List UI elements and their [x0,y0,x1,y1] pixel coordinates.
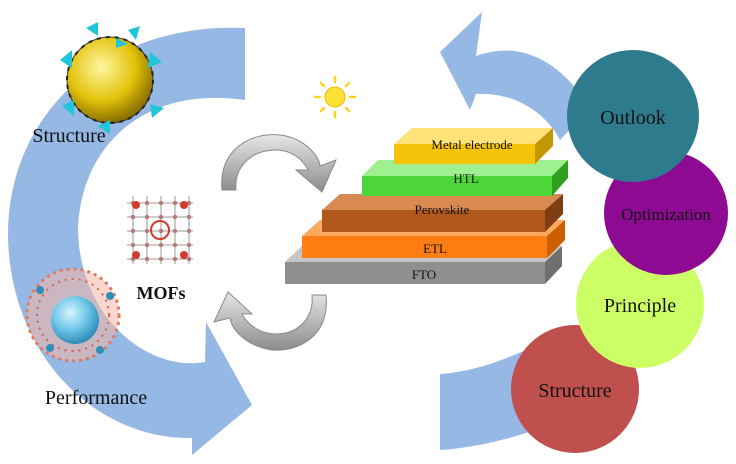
lower-curved-arrow [213,291,327,351]
layer-label-fto: FTO [412,267,436,282]
device-layer-perovskite [322,194,563,232]
circle-principle-label: Principle [604,295,676,317]
device-layer-metal-electrode [394,128,553,164]
upper-curved-arrow [221,134,337,193]
circle-optimization-label: Optimization [621,205,711,224]
mof-cage-structure-icon [60,22,164,134]
layer-label-htl: HTL [453,171,478,186]
layer-label-etl: ETL [423,241,447,256]
circle-outlook [567,50,699,182]
circle-outlook-label: Outlook [600,107,666,129]
performance-label: Performance [45,387,147,409]
left-structure-label: Structure [32,125,105,147]
sun-icon [313,75,357,119]
circle-structure-label: Structure [538,380,611,402]
circle-optimization [604,151,728,275]
mof-pore-performance-icon [25,267,121,363]
layer-label-perovskite: Perovskite [415,202,470,217]
mof-lattice-image [127,196,193,264]
mofs-label: MOFs [137,283,186,303]
layer-label-metal-electrode: Metal electrode [431,137,512,152]
